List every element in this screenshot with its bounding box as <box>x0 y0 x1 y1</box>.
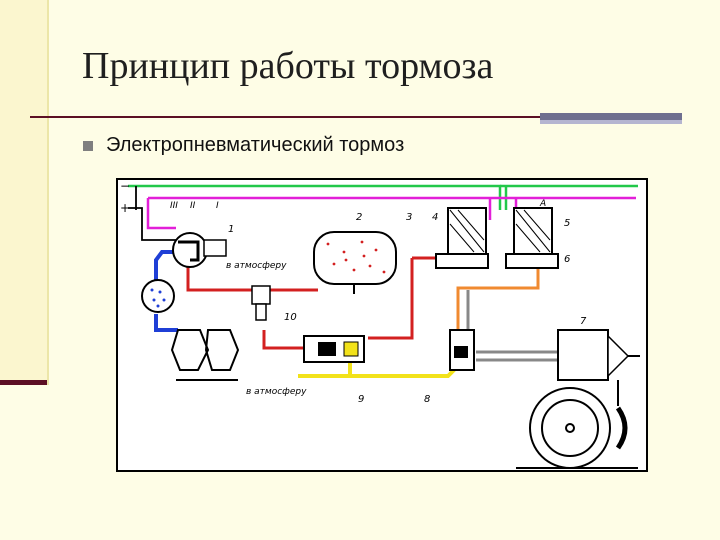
release-valve: 9 в атмосферу <box>246 335 365 405</box>
letter-a-label: A <box>539 199 546 209</box>
part-number-4: 4 <box>432 212 438 223</box>
brake-diagram-svg: III II I 1 в атмосферу 2 <box>120 180 640 469</box>
driver-valve: III II I 1 в атмосферу <box>170 201 287 271</box>
blue-pipe-lower <box>154 314 178 332</box>
part-number-5: 5 <box>564 218 570 229</box>
part-number-2: 2 <box>356 212 362 223</box>
left-decor-bar <box>0 0 49 385</box>
main-reservoir: 2 <box>313 212 397 294</box>
brake-cylinder: 7 <box>557 316 640 381</box>
part-number-7: 7 <box>580 316 587 327</box>
positive-wire <box>146 196 636 230</box>
brake-electrovalve: A 5 6 <box>505 199 570 269</box>
atmosphere-label-bottom: в атмосферу <box>246 387 307 397</box>
roman-1-label: I <box>216 201 219 211</box>
roman-3-label: III <box>170 201 178 211</box>
air-filter <box>141 279 175 313</box>
plus-sign: + <box>120 201 130 215</box>
left-accent-line <box>0 380 47 385</box>
part-number-6: 6 <box>564 254 570 265</box>
part-number-3: 3 <box>406 212 412 223</box>
title-underline <box>30 116 540 118</box>
relay-valve: 8 <box>424 329 475 405</box>
compressor <box>170 329 240 381</box>
part-number-8: 8 <box>424 394 430 405</box>
slide-title: Принцип работы тормоза <box>82 45 494 87</box>
orange-pipe <box>456 266 540 332</box>
part-number-9: 9 <box>358 394 364 405</box>
wheel <box>516 380 638 469</box>
part-number-1: 1 <box>228 224 234 235</box>
pressure-regulator: 10 <box>251 285 297 323</box>
title-rule-accent-light <box>540 120 682 124</box>
brake-diagram: III II I 1 в атмосферу 2 <box>116 178 648 472</box>
bullet-text: Электропневматический тормоз <box>106 134 405 156</box>
atmosphere-label-top: в атмосферу <box>226 261 287 271</box>
title-rule-accent-dark <box>540 113 682 120</box>
bullet-marker <box>83 141 93 151</box>
gray-pipe <box>466 290 558 362</box>
black-wires <box>128 186 176 241</box>
red-pipes <box>186 256 438 350</box>
minus-sign: − <box>120 180 130 193</box>
release-electrovalve: 3 4 <box>406 207 489 269</box>
roman-2-label: II <box>190 201 196 211</box>
part-number-10: 10 <box>284 312 297 323</box>
